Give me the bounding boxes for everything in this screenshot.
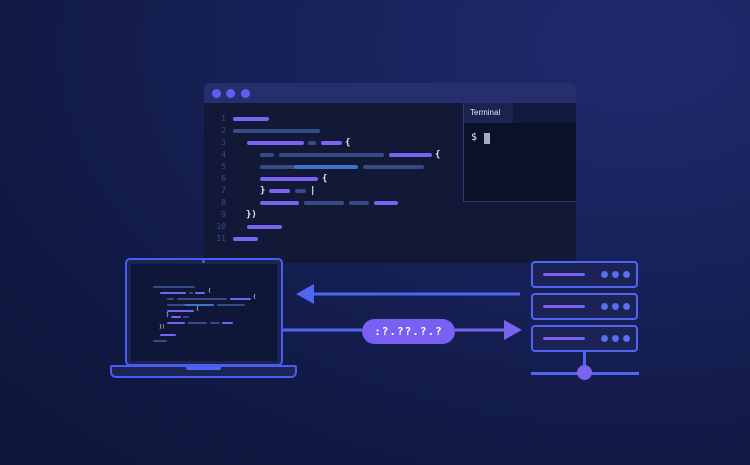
code-token xyxy=(183,316,189,318)
code-brace: | xyxy=(310,186,316,196)
server-led xyxy=(612,335,619,342)
code-token xyxy=(189,292,193,294)
code-token xyxy=(167,322,185,324)
code-token xyxy=(177,298,227,300)
window-control-close[interactable] xyxy=(212,89,221,98)
code-token xyxy=(153,286,195,288)
code-token xyxy=(374,201,398,205)
line-number: 5 xyxy=(221,162,226,171)
code-token xyxy=(230,298,251,300)
line-number: 11 xyxy=(216,234,226,243)
server-led xyxy=(601,303,608,310)
line-number: 6 xyxy=(221,174,226,183)
code-token xyxy=(349,201,369,205)
code-token xyxy=(308,141,316,145)
line-number: 9 xyxy=(221,210,226,219)
server-led xyxy=(601,271,608,278)
code-token xyxy=(294,165,358,169)
server-slot xyxy=(543,305,585,308)
terminal-prompt: $ xyxy=(471,132,478,143)
code-token xyxy=(389,153,432,157)
code-token xyxy=(269,189,290,193)
code-token xyxy=(195,292,205,294)
code-brace: } xyxy=(260,186,266,196)
code-token xyxy=(321,141,342,145)
tab-terminal[interactable]: Terminal xyxy=(464,103,513,123)
line-number: 2 xyxy=(221,126,226,135)
code-brace: }) xyxy=(159,324,166,330)
code-brace: { xyxy=(253,294,257,300)
code-token xyxy=(184,304,214,306)
code-token xyxy=(247,141,304,145)
code-brace: { xyxy=(196,306,200,312)
network-node-icon xyxy=(577,365,592,380)
code-token xyxy=(260,177,318,181)
server-rack-unit xyxy=(531,261,638,288)
code-token xyxy=(167,304,184,306)
code-token xyxy=(160,292,186,294)
code-brace: { xyxy=(345,138,351,148)
server-rack-unit xyxy=(531,325,638,352)
code-token xyxy=(363,165,424,169)
line-number: 7 xyxy=(221,186,226,195)
code-token xyxy=(304,201,344,205)
line-number: 4 xyxy=(221,150,226,159)
arrow-left-icon xyxy=(296,284,314,304)
code-brace: } xyxy=(166,312,170,318)
server-stem xyxy=(583,352,586,372)
line-number: 3 xyxy=(221,138,226,147)
code-token xyxy=(222,322,233,324)
server-slot xyxy=(543,337,585,340)
server-led xyxy=(612,271,619,278)
code-token xyxy=(233,117,269,121)
code-brace: { xyxy=(208,288,212,294)
code-token xyxy=(279,153,384,157)
window-control-maximize[interactable] xyxy=(241,89,250,98)
server-led xyxy=(623,335,630,342)
code-token xyxy=(217,304,245,306)
terminal-panel[interactable]: Terminal $ xyxy=(463,103,576,202)
line-number: 10 xyxy=(216,222,226,231)
code-token xyxy=(260,153,274,157)
laptop-screen: { { { } }) xyxy=(131,264,277,361)
code-brace: { xyxy=(435,150,441,160)
code-token xyxy=(247,225,282,229)
laptop-trackpad-notch xyxy=(186,367,221,370)
code-token xyxy=(210,322,220,324)
server-led xyxy=(623,303,630,310)
arrow-right-icon xyxy=(504,320,522,340)
code-token xyxy=(167,298,174,300)
code-brace: { xyxy=(322,174,328,184)
code-token xyxy=(160,334,176,336)
editor-titlebar xyxy=(204,83,576,103)
server-led xyxy=(612,303,619,310)
ip-address-pill: :?.??.?.? xyxy=(362,319,455,344)
code-token xyxy=(295,189,306,193)
server-slot xyxy=(543,273,585,276)
laptop-base xyxy=(110,365,297,378)
code-token xyxy=(260,165,296,169)
code-token xyxy=(167,310,194,312)
server-led xyxy=(601,335,608,342)
code-token xyxy=(233,129,320,133)
code-token xyxy=(233,237,258,241)
code-token xyxy=(153,340,167,342)
server-led xyxy=(623,271,630,278)
code-token xyxy=(171,316,181,318)
laptop-camera xyxy=(202,260,205,263)
window-control-minimize[interactable] xyxy=(226,89,235,98)
line-number: 8 xyxy=(221,198,226,207)
terminal-cursor xyxy=(484,133,490,144)
line-number: 1 xyxy=(221,114,226,123)
code-brace: }) xyxy=(246,210,257,220)
code-token xyxy=(188,322,207,324)
code-token xyxy=(260,201,299,205)
server-rack-unit xyxy=(531,293,638,320)
